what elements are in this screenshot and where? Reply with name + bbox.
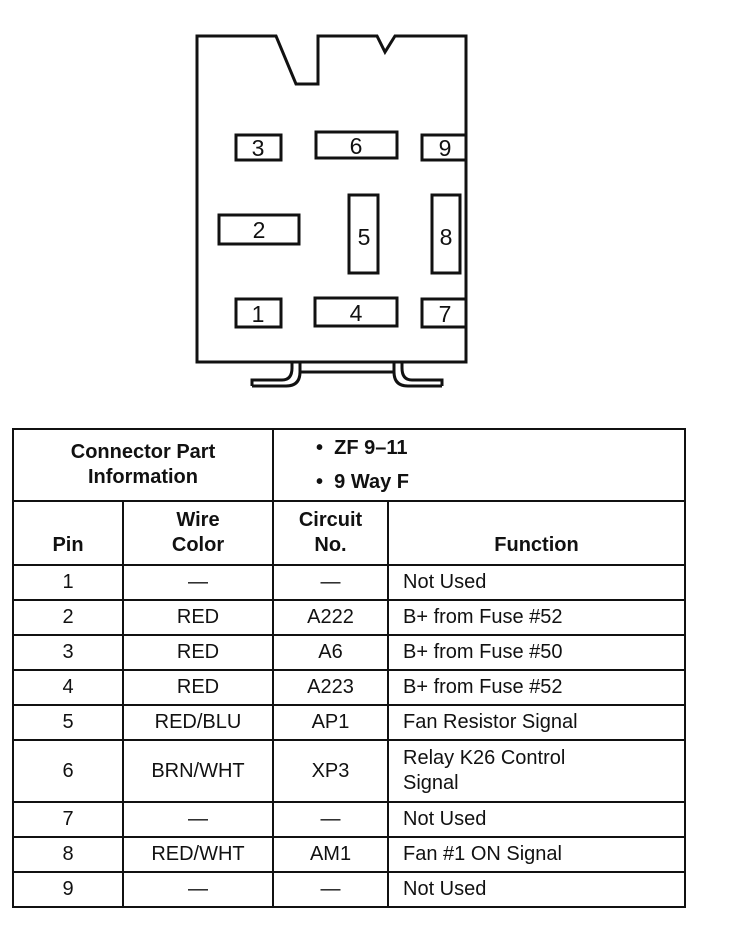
wire-color-cell: — [122,871,274,908]
table-row: 9 — — Not Used [12,871,687,908]
table-row: 8 RED/WHT AM1 Fan #1 ON Signal [12,836,687,873]
table-row: 2 RED A222 B+ from Fuse #52 [12,599,687,636]
circuit-cell: A6 [272,634,389,671]
function-cell: Fan Resistor Signal [386,704,687,741]
connector-latch [250,362,444,388]
wire-color-cell: RED [122,669,274,706]
function-cell: Not Used [386,871,687,908]
header-pin: Pin [12,500,124,566]
function-cell: Not Used [386,564,687,601]
part-info-item: • 9 Way F [316,471,409,493]
wire-color-cell: RED [122,599,274,636]
circuit-cell: — [272,871,389,908]
pin-cell: 7 [12,801,124,838]
connector-housing [195,34,468,364]
pin-cell: 4 [12,669,124,706]
header-wire-color: Wire Color [122,500,274,566]
function-cell: B+ from Fuse #50 [386,634,687,671]
header-circuit-no: Circuit No. [272,500,389,566]
pin-cavity-5: 5 [347,193,380,275]
connector-pinout-table: Connector Part Information • ZF 9–11 • 9… [12,428,687,908]
pin-cell: 3 [12,634,124,671]
pin-label: 6 [350,133,363,159]
pin-label: 9 [439,135,452,161]
pin-cavity-7: 7 [420,297,468,329]
wire-color-cell: BRN/WHT [122,739,274,803]
function-line: Relay K26 Control [403,747,566,769]
part-info-values: • ZF 9–11 • 9 Way F [271,428,687,502]
pin-label: 2 [253,217,266,243]
pin-cell: 5 [12,704,124,741]
function-line: Signal [403,772,459,794]
function-cell: Relay K26 Control Signal [386,739,687,803]
table-row: 5 RED/BLU AP1 Fan Resistor Signal [12,704,687,741]
pin-label: 8 [440,224,453,250]
function-cell: Not Used [386,801,687,838]
pin-cavity-4: 4 [313,296,399,328]
function-cell: B+ from Fuse #52 [386,599,687,636]
wire-color-cell: RED [122,634,274,671]
pin-cell: 9 [12,871,124,908]
pin-cavity-8: 8 [430,193,462,275]
circuit-cell: — [272,564,389,601]
pin-label: 7 [439,301,452,327]
function-cell: Fan #1 ON Signal [386,836,687,873]
pin-cell: 6 [12,739,124,803]
wire-color-cell: RED/BLU [122,704,274,741]
circuit-cell: XP3 [272,739,389,803]
pin-cavity-6: 6 [314,130,399,160]
table-row: 3 RED A6 B+ from Fuse #50 [12,634,687,671]
circuit-cell: A223 [272,669,389,706]
pin-label: 5 [358,224,371,250]
pin-label: 1 [252,301,265,327]
circuit-cell: AM1 [272,836,389,873]
wire-color-cell: — [122,564,274,601]
wire-color-cell: RED/WHT [122,836,274,873]
wire-color-cell: — [122,801,274,838]
function-cell: B+ from Fuse #52 [386,669,687,706]
table-row: 4 RED A223 B+ from Fuse #52 [12,669,687,706]
part-info-label: Connector Part Information [12,428,274,502]
circuit-cell: AP1 [272,704,389,741]
pin-label: 4 [350,300,363,326]
pin-cavity-9: 9 [420,133,468,162]
table-row: 7 — — Not Used [12,801,687,838]
pin-cell: 8 [12,836,124,873]
pin-label: 3 [252,135,265,161]
connector-face-diagram: 3 6 9 2 5 8 1 4 7 [195,34,468,388]
header-function: Function [386,500,687,566]
part-info-item: • ZF 9–11 [316,437,408,459]
pin-cell: 1 [12,564,124,601]
pin-cavity-2: 2 [217,213,301,246]
part-info-label-line2: Information [88,466,198,488]
column-header-row: Pin Wire Color Circuit No. Function [12,500,687,566]
pin-cell: 2 [12,599,124,636]
pin-cavity-3: 3 [234,133,283,162]
circuit-cell: — [272,801,389,838]
circuit-cell: A222 [272,599,389,636]
part-info-label-line1: Connector Part [70,441,216,463]
table-row: 6 BRN/WHT XP3 Relay K26 Control Signal [12,739,687,803]
pin-cavity-1: 1 [234,297,283,329]
table-row: 1 — — Not Used [12,564,687,601]
part-info-row: Connector Part Information • ZF 9–11 • 9… [12,428,687,502]
